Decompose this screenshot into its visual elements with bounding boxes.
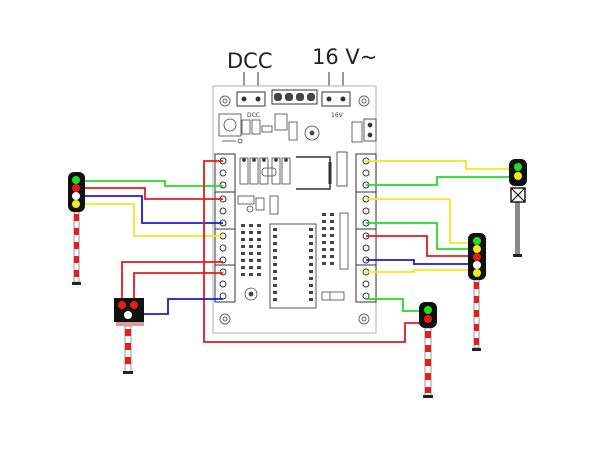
lamp-yellow-icon	[473, 269, 481, 277]
bottom-components	[244, 287, 345, 301]
wires-right-distant	[366, 160, 511, 186]
decoder-board: DCC 16V	[212, 85, 377, 334]
lamp-red-icon	[118, 301, 126, 309]
lamp-yellow-icon	[72, 200, 80, 208]
voltage-regulator	[296, 151, 348, 190]
lamp-green-icon	[514, 163, 522, 171]
lamp-green-icon	[72, 176, 80, 184]
lamp-yellow-icon	[514, 172, 522, 180]
dcc-input-label: DCC	[227, 49, 273, 73]
lamp-green-icon	[473, 237, 481, 245]
wires-right-five-aspect	[366, 198, 472, 273]
right-resistor-ladder	[322, 212, 349, 270]
lamp-red-icon	[130, 301, 138, 309]
programming-header	[271, 89, 318, 105]
wires-bottom-signal	[366, 298, 428, 312]
wires-left-signal	[78, 180, 223, 237]
lamp-white-icon	[72, 192, 80, 200]
lamp-white-icon	[473, 261, 481, 269]
microcontroller-chip	[269, 223, 317, 309]
wire-common-return	[203, 160, 428, 343]
lamp-red-icon	[424, 315, 432, 323]
dcc-connector	[236, 91, 266, 107]
lamp-red-icon	[473, 253, 481, 261]
lamp-yellow-icon	[473, 245, 481, 253]
signal-dwarf-shunting	[114, 298, 144, 374]
wires-dwarf-signal	[121, 261, 223, 315]
signal-bottom-two-aspect	[419, 302, 437, 398]
resistor-array	[239, 157, 291, 185]
lamp-red-icon	[72, 184, 80, 192]
power-input-label: 16 V~	[312, 45, 377, 69]
right-terminal-block	[355, 153, 377, 303]
board-power-silk: 16V	[331, 112, 344, 119]
board-dcc-silk: DCC	[247, 112, 260, 119]
mounting-hole	[219, 95, 370, 325]
power-connector	[321, 91, 351, 107]
left-terminal-block	[214, 153, 236, 303]
rectifier-section	[218, 113, 377, 144]
signal-right-five-aspect	[468, 233, 486, 351]
lamp-white-icon	[124, 311, 132, 319]
signal-right-distant	[509, 159, 527, 257]
lamp-green-icon	[424, 306, 432, 314]
driver-transistors	[237, 195, 279, 215]
signal-left-four-aspect	[68, 172, 85, 285]
left-resistor-ladder	[241, 224, 261, 276]
